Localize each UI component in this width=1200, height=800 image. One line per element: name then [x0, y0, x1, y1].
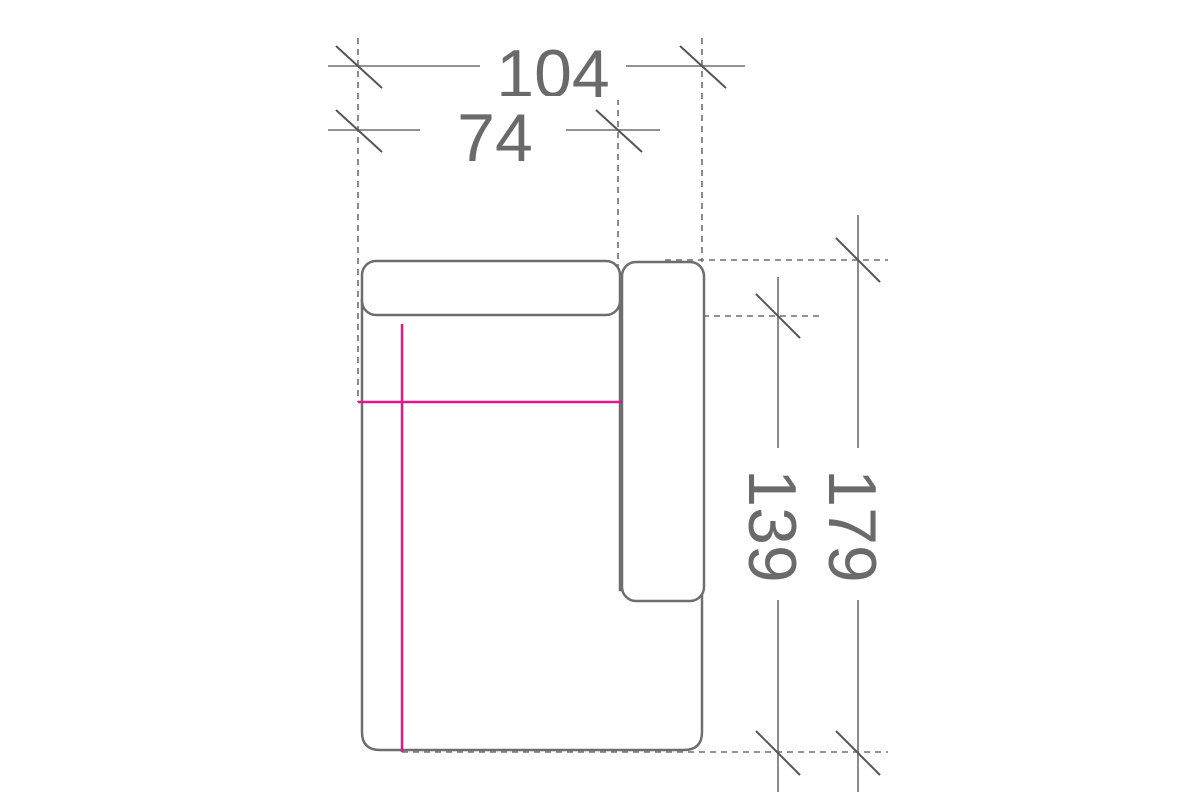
tick-74-left — [335, 109, 383, 153]
backrest — [360, 259, 622, 317]
tick-104-right — [679, 45, 727, 89]
dim-label-74: 74 — [457, 100, 533, 176]
label-bg-104 — [480, 30, 626, 100]
tick-74-right — [595, 109, 643, 153]
tick-179-bottom — [835, 730, 881, 776]
label-bg-74 — [420, 96, 566, 166]
dim-label-179: 179 — [814, 469, 890, 582]
tick-139-bottom — [755, 730, 801, 776]
dimension-seat-width: 74 — [328, 96, 660, 176]
dim-label-139: 139 — [734, 469, 810, 582]
measurement-lines — [358, 324, 622, 752]
sofa-outline — [360, 259, 706, 752]
tick-104-left — [335, 45, 383, 89]
tick-139-top — [755, 293, 801, 339]
tick-179-top — [835, 237, 881, 283]
extension-lines — [357, 38, 888, 753]
seat-base — [360, 298, 704, 752]
dimension-total-depth: 179 — [814, 215, 892, 792]
armrest — [620, 260, 706, 603]
label-bg-139 — [744, 448, 812, 600]
label-bg-179 — [824, 448, 892, 600]
dimension-seat-depth: 139 — [734, 277, 812, 792]
dimension-total-width: 104 — [328, 30, 745, 112]
